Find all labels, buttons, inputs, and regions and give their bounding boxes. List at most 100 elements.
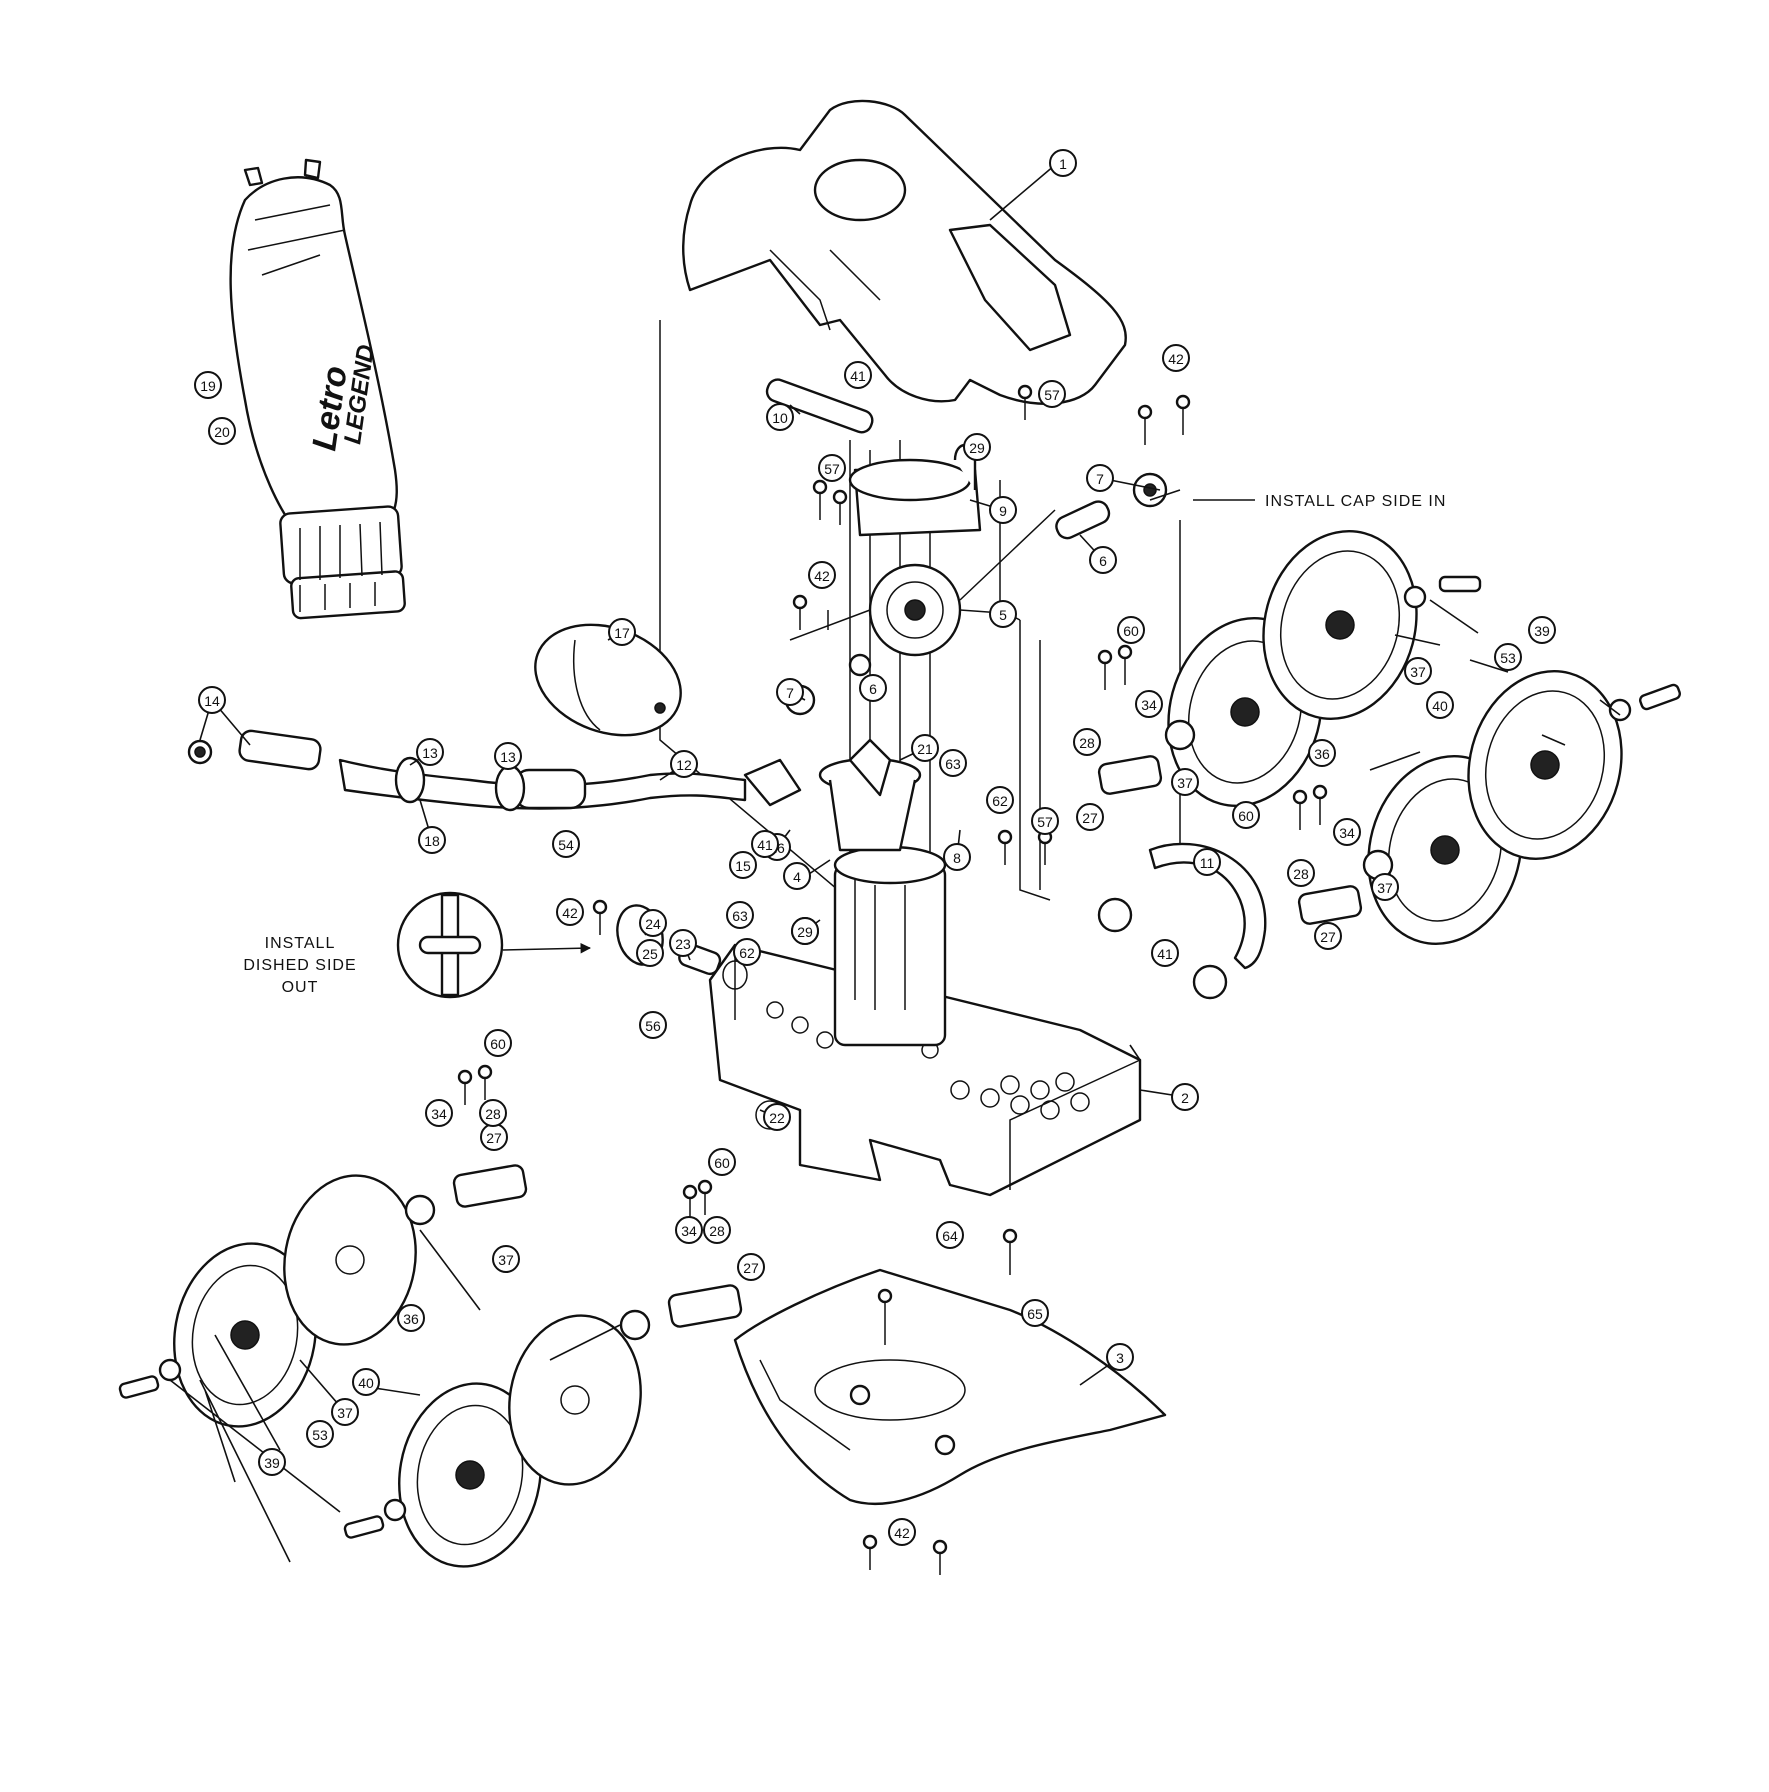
gear-drive-assembly	[765, 378, 1168, 716]
callout-c28c: 28	[479, 1099, 507, 1127]
callout-c17: 17	[608, 618, 636, 646]
callout-number: 12	[676, 757, 692, 773]
callout-circle	[675, 1216, 703, 1244]
callout-c27b: 27	[1314, 922, 1342, 950]
callout-number: 24	[645, 916, 661, 932]
callout-circle	[1426, 691, 1454, 719]
hose-end-14	[238, 729, 322, 771]
hose-assembly	[187, 729, 802, 812]
wheel-40-right-a	[1262, 530, 1418, 720]
callout-c29a: 29	[963, 433, 991, 461]
callout-number: 18	[424, 833, 440, 849]
callout-number: 28	[485, 1106, 501, 1122]
callout-c27c: 27	[480, 1123, 508, 1151]
callout-number: 41	[1157, 946, 1173, 962]
callout-circle	[425, 1099, 453, 1127]
callout-circle	[763, 1103, 791, 1131]
callout-circle	[844, 361, 872, 389]
callout-circle	[608, 618, 636, 646]
callout-number: 56	[645, 1018, 661, 1034]
callout-number: 27	[743, 1260, 759, 1276]
callout-c37c: 37	[1171, 768, 1199, 796]
callout-number: 40	[358, 1375, 374, 1391]
axle-10	[765, 378, 874, 434]
callout-c57c: 57	[1031, 807, 1059, 835]
callout-c40a: 40	[1426, 691, 1454, 719]
callout-number: 21	[917, 741, 933, 757]
callout-circle	[479, 1099, 507, 1127]
callout-c57b: 57	[818, 454, 846, 482]
callout-circle	[1076, 803, 1104, 831]
callout-c42a: 42	[1162, 344, 1190, 372]
callout-number: 64	[942, 1228, 958, 1244]
callout-c6b: 6	[1089, 546, 1117, 574]
callout-c42d: 42	[888, 1518, 916, 1546]
callout-circle	[963, 433, 991, 461]
callout-circle	[783, 862, 811, 890]
callout-number: 10	[772, 410, 788, 426]
callout-circle	[352, 1368, 380, 1396]
callout-number: 4	[793, 869, 801, 885]
callout-circle	[639, 1011, 667, 1039]
callout-number: 3	[1116, 1350, 1124, 1366]
callout-c28a: 28	[1073, 728, 1101, 756]
callout-c34d: 34	[675, 1216, 703, 1244]
callout-number: 15	[735, 858, 751, 874]
wheel-36-left-b	[508, 1314, 642, 1486]
install-dished-line3: OUT	[282, 979, 319, 996]
install-cap-note: INSTALL CAP SIDE IN	[1265, 493, 1446, 510]
callout-circle	[751, 830, 779, 858]
callout-number: 42	[562, 905, 578, 921]
callout-c6a: 6	[859, 674, 887, 702]
callout-circle	[859, 674, 887, 702]
callout-c4: 4	[783, 862, 811, 890]
callout-number: 60	[714, 1155, 730, 1171]
callout-number: 23	[675, 936, 691, 952]
callout-c53b: 53	[306, 1420, 334, 1448]
callout-circle	[1021, 1299, 1049, 1327]
callout-c27a: 27	[1076, 803, 1104, 831]
callout-number: 40	[1432, 698, 1448, 714]
callout-c25: 25	[636, 939, 664, 967]
callout-c63b: 63	[726, 901, 754, 929]
callout-number: 62	[739, 945, 755, 961]
callout-number: 7	[1096, 471, 1104, 487]
callout-circle	[639, 909, 667, 937]
callout-c34b: 34	[1333, 818, 1361, 846]
callout-c21: 21	[911, 734, 939, 762]
install-notes: INSTALL CAP SIDE IN INSTALL DISHED SIDE …	[243, 493, 1446, 996]
callout-number: 25	[642, 946, 658, 962]
callout-circle	[1038, 380, 1066, 408]
callout-circle	[989, 496, 1017, 524]
callout-c41b: 41	[751, 830, 779, 858]
callout-number: 57	[1044, 387, 1060, 403]
callout-number: 1	[1059, 156, 1067, 172]
callout-number: 36	[1314, 746, 1330, 762]
callout-number: 39	[264, 1455, 280, 1471]
callout-number: 57	[1037, 814, 1053, 830]
callout-c53a: 53	[1494, 643, 1522, 671]
callout-number: 28	[1079, 735, 1095, 751]
callout-number: 27	[1082, 810, 1098, 826]
callout-circle	[494, 742, 522, 770]
callout-number: 53	[1500, 650, 1516, 666]
callout-circle	[1031, 807, 1059, 835]
callout-c27d: 27	[737, 1253, 765, 1281]
callout-c62b: 62	[733, 938, 761, 966]
callout-c9: 9	[989, 496, 1017, 524]
callout-number: 27	[1320, 929, 1336, 945]
callout-number: 39	[1534, 623, 1550, 639]
callout-number: 37	[1377, 880, 1393, 896]
callout-number: 13	[500, 749, 516, 765]
callout-circle	[989, 600, 1017, 628]
callout-circle	[306, 1420, 334, 1448]
bottom-skirt-3	[733, 1268, 1167, 1506]
callout-c5: 5	[989, 600, 1017, 628]
callout-c28d: 28	[703, 1216, 731, 1244]
filter-bag: Letro LEGEND	[229, 158, 406, 620]
callout-c56: 56	[639, 1011, 667, 1039]
callout-number: 29	[969, 440, 985, 456]
callout-c36b: 36	[397, 1304, 425, 1332]
callout-c12: 12	[670, 750, 698, 778]
callout-c3: 3	[1106, 1343, 1134, 1371]
